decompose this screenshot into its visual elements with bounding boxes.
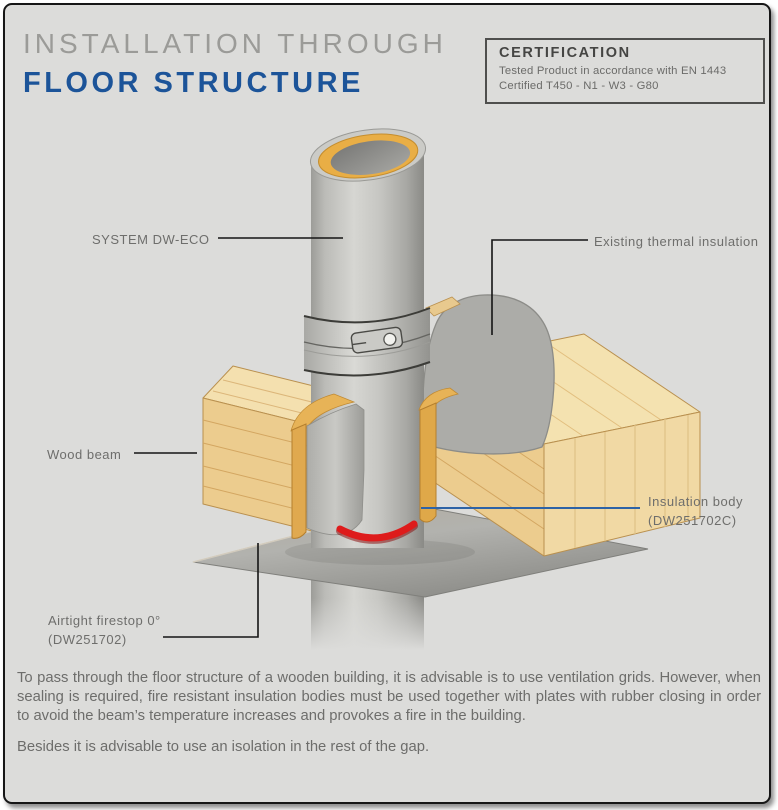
clamp-band [303,307,431,377]
label-airtight-firestop-line1: Airtight firestop 0° [48,613,161,628]
body-text: To pass through the floor structure of a… [17,669,761,757]
pipe-fade [295,598,440,656]
pipe-inner-wall [330,140,411,175]
label-system-dw-eco: SYSTEM DW-ECO [92,232,210,247]
wood-plank-edge [425,296,461,317]
insulation-body-sleeve [290,387,459,539]
certification-line-2: Certified T450 - N1 - W3 - G80 [499,79,659,92]
clamp-latch [350,326,404,354]
body-paragraph-1: To pass through the floor structure of a… [17,670,761,724]
existing-thermal-insulation [421,294,555,455]
certification-line-1: Tested Product in accordance with EN 144… [499,65,727,77]
certification-title: CERTIFICATION [499,45,631,61]
label-airtight-firestop-line2: (DW251702) [48,632,127,647]
callout-line-airtight-firestop [163,543,259,638]
body-paragraph-2: Besides it is advisable to use an isolat… [17,739,430,756]
page-title-line2: FLOOR STRUCTURE [23,67,364,99]
label-insulation-body-line2: (DW251702C) [648,513,737,528]
label-airtight-firestop: Airtight firestop 0° (DW251702) [48,611,161,649]
page-title-line1: INSTALLATION THROUGH [23,28,447,59]
callout-line-existing-insulation [491,239,588,335]
rubber-closing-ring [336,520,418,544]
label-insulation-body-line1: Insulation body [648,494,743,509]
label-insulation-body: Insulation body (DW251702C) [648,492,743,530]
certification-box: CERTIFICATION Tested Product in accordan… [485,38,765,104]
label-wood-beam: Wood beam [47,447,122,462]
label-existing-insulation: Existing thermal insulation [594,234,759,249]
